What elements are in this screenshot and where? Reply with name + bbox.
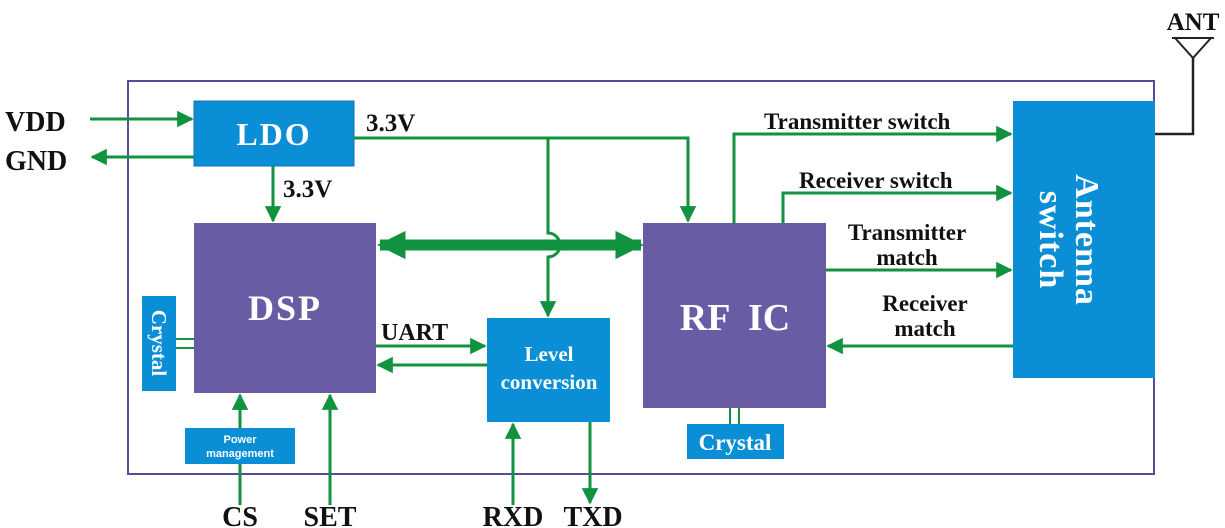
ldo-to-rfic-arrow [354, 136, 697, 223]
dsp-block [194, 223, 376, 393]
level-conversion-block [487, 318, 610, 422]
dsp-in-voltage-label: 3.3V [283, 176, 332, 203]
antenna-switch-block [1013, 101, 1155, 378]
ldo-label: LDO [236, 116, 311, 152]
rfic-label: RF IC [680, 297, 790, 339]
rfic-block [643, 223, 826, 408]
vdd-label: VDD [5, 107, 66, 138]
rxd-label: RXD [483, 502, 544, 528]
tx-switch-arrow [732, 125, 1013, 223]
rx-match-label-line1: Receiver [882, 291, 968, 316]
power-label-line1: Power [223, 434, 257, 446]
ldo-to-level-arrow [539, 138, 562, 318]
crystal-left-block [142, 296, 176, 391]
txd-label: TXD [563, 502, 622, 528]
power-management-block [185, 428, 295, 464]
antenna-switch-label-line2: switch [1032, 191, 1069, 290]
crystal-bottom-label: Crystal [699, 430, 772, 455]
rx-match-label-line2: match [894, 316, 956, 341]
level-label-line1: Level [525, 342, 574, 366]
power-label-line2: management [206, 448, 274, 460]
ldo-block [193, 100, 355, 167]
crystal-bottom-block [687, 424, 784, 459]
crystal-left-label: Crystal [147, 310, 171, 377]
uart-label: UART [381, 320, 448, 346]
antenna-icon [1172, 37, 1214, 59]
tx-match-label-line1: Transmitter [848, 220, 966, 245]
ldo-out-voltage-label: 3.3V [366, 110, 415, 137]
tx-switch-label: Transmitter switch [764, 109, 951, 134]
cs-label: CS [222, 502, 258, 528]
gnd-label: GND [5, 146, 67, 177]
dsp-label: DSP [248, 288, 322, 328]
tx-match-label-line2: match [876, 245, 938, 270]
level-label-line2: conversion [501, 370, 598, 394]
set-label: SET [304, 502, 357, 528]
antenna-feed-line [1155, 58, 1195, 136]
antenna-switch-label-line1: Antenna [1068, 174, 1105, 306]
rx-switch-arrow [781, 184, 1013, 223]
ant-label: ANT [1167, 9, 1220, 36]
rx-switch-label: Receiver switch [799, 168, 953, 193]
